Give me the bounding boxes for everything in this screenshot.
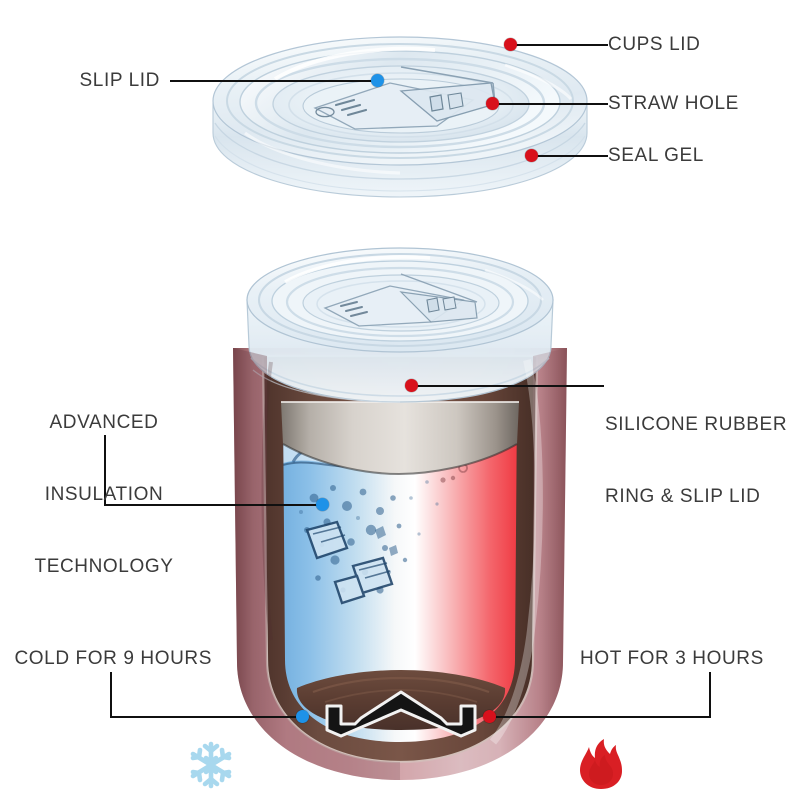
cup-lid-illustration <box>205 5 595 205</box>
label-seal-gel: SEAL GEL <box>608 145 704 166</box>
label-hot-duration: HOT FOR 3 HOURS <box>580 648 764 669</box>
label-insulation-line-2: INSULATION <box>44 484 164 505</box>
label-insulation-line-3: TECHNOLOGY <box>34 556 174 577</box>
label-advanced-insulation: ADVANCED INSULATION TECHNOLOGY <box>0 363 208 627</box>
label-straw-hole: STRAW HOLE <box>608 93 739 114</box>
marker-silicone-ring[interactable] <box>405 379 418 392</box>
leader-seal-gel <box>533 155 608 157</box>
snowflake-icon <box>187 740 235 790</box>
leader-cold-horizontal <box>110 716 302 718</box>
marker-cups-lid[interactable] <box>504 38 517 51</box>
leader-cold-vertical <box>110 672 112 717</box>
leader-hot-vertical <box>709 672 711 717</box>
label-silicone-ring: SILICONE RUBBER RING & SLIP LID <box>605 365 800 557</box>
marker-cold-duration[interactable] <box>296 710 309 723</box>
label-silicone-line-2: RING & SLIP LID <box>605 486 761 507</box>
marker-slip-lid[interactable] <box>371 74 384 87</box>
label-slip-lid: SLIP LID <box>79 70 160 91</box>
leader-silicone-ring <box>414 385 604 387</box>
leader-straw-hole <box>494 103 608 105</box>
leader-insulation-vertical <box>104 435 106 505</box>
flame-icon <box>578 738 624 790</box>
label-silicone-line-1: SILICONE RUBBER <box>605 414 788 435</box>
label-cold-duration: COLD FOR 9 HOURS <box>14 648 212 669</box>
marker-straw-hole[interactable] <box>486 97 499 110</box>
label-insulation-line-1: ADVANCED <box>49 412 159 433</box>
marker-insulation[interactable] <box>316 498 329 511</box>
label-cups-lid: CUPS LID <box>608 34 701 55</box>
marker-seal-gel[interactable] <box>525 149 538 162</box>
leader-hot-horizontal <box>492 716 711 718</box>
leader-slip-lid <box>170 80 378 82</box>
tumbler-illustration <box>175 230 625 790</box>
leader-cups-lid <box>512 44 608 46</box>
leader-insulation-horizontal <box>104 504 322 506</box>
marker-hot-duration[interactable] <box>483 710 496 723</box>
